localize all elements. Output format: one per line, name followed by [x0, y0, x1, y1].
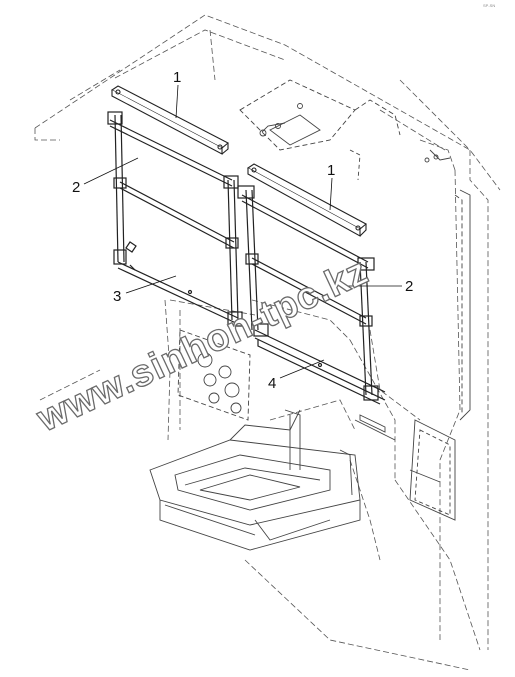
callout-3: 3: [113, 288, 121, 305]
callout-2-right: 2: [405, 278, 413, 295]
corner-tag: SP-SN: [483, 3, 495, 8]
callout-1-left: 1: [173, 69, 181, 86]
seat-base: [149, 409, 361, 551]
cab-upper-details: [239, 79, 451, 181]
control-panel: [177, 329, 251, 421]
left-sun-visor-frame: [107, 111, 243, 327]
part-1-left-bracket: [110, 85, 229, 155]
part-1-right-bracket: [246, 163, 367, 237]
watermark: www.sinhon-tpc.kz: [30, 250, 375, 441]
callout-1-right: 1: [327, 162, 335, 179]
cab-right-frame: [354, 189, 471, 521]
leader-lines: [83, 84, 402, 379]
callout-4: 4: [268, 375, 276, 392]
cab-outline: [34, 14, 501, 671]
right-sun-visor-frame: [237, 185, 386, 405]
callout-2-left: 2: [72, 179, 80, 196]
